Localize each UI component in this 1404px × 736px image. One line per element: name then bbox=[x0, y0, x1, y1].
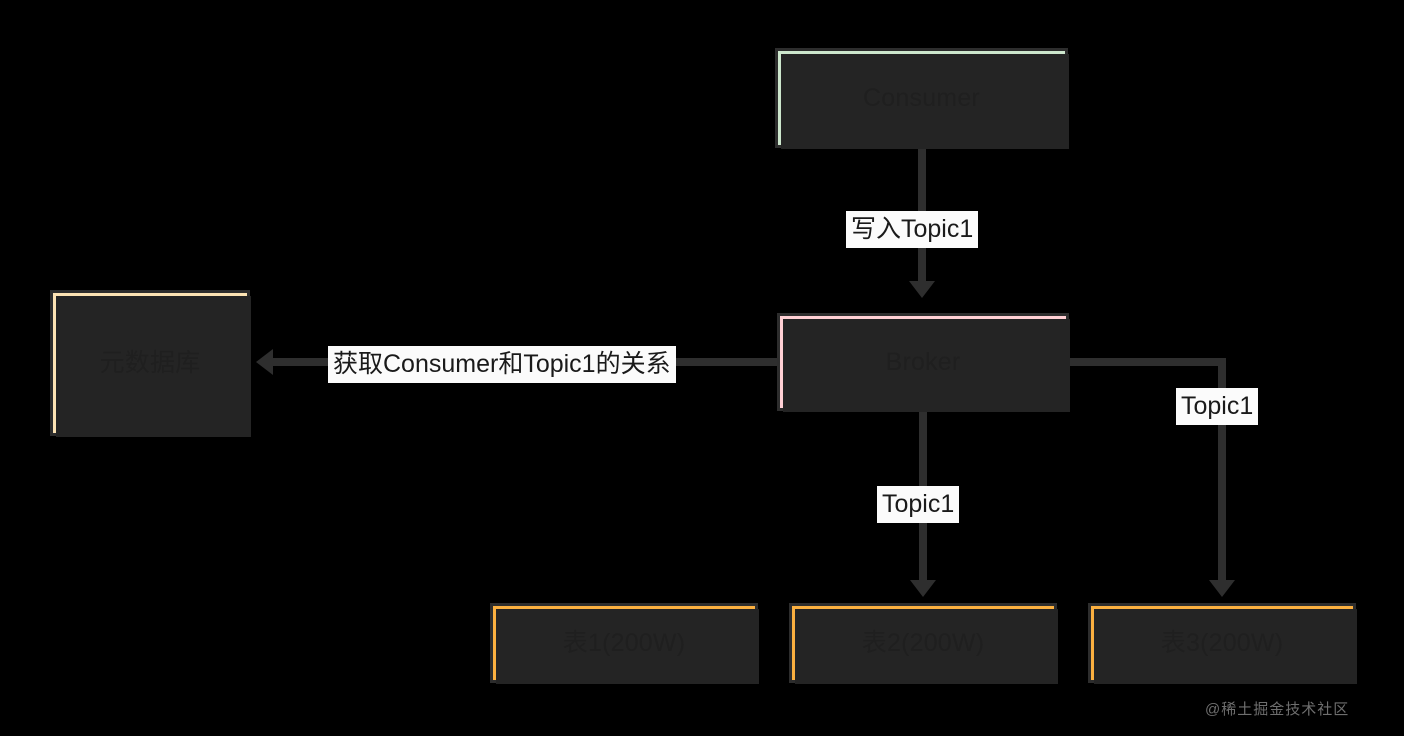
node-table2[interactable]: 表2(200W) bbox=[789, 603, 1058, 684]
edge-label-write-topic1: 写入Topic1 bbox=[846, 211, 979, 249]
edge-label-get-consumer-topic1-relation: 获取Consumer和Topic1的关系 bbox=[328, 346, 676, 384]
arrowhead-consumer-to-broker bbox=[909, 281, 935, 298]
node-table1[interactable]: 表1(200W) bbox=[490, 603, 759, 684]
edge-label-topic1-table3: Topic1 bbox=[1176, 388, 1259, 426]
node-table3-label: 表3(200W) bbox=[1160, 629, 1284, 657]
node-broker[interactable]: Broker bbox=[777, 313, 1070, 412]
arrowhead-broker-to-metadb bbox=[256, 349, 273, 375]
node-table1-label: 表1(200W) bbox=[562, 629, 686, 657]
node-metadata-database-label: 元数据库 bbox=[99, 349, 201, 377]
node-consumer-label: Consumer bbox=[863, 84, 980, 112]
arrowhead-broker-to-table3 bbox=[1209, 580, 1235, 597]
edge-line-broker-to-table3-vertical bbox=[1218, 358, 1226, 587]
node-table3[interactable]: 表3(200W) bbox=[1088, 603, 1357, 684]
node-metadata-database[interactable]: 元数据库 bbox=[50, 290, 251, 437]
node-broker-label: Broker bbox=[885, 348, 961, 376]
node-consumer[interactable]: Consumer bbox=[775, 48, 1069, 149]
edge-line-broker-to-table3-horizontal bbox=[1065, 358, 1226, 366]
node-table2-label: 表2(200W) bbox=[861, 629, 985, 657]
watermark: @稀土掘金技术社区 bbox=[1205, 701, 1350, 718]
arrowhead-broker-to-table2 bbox=[910, 580, 936, 597]
edge-label-topic1-table2: Topic1 bbox=[877, 486, 960, 524]
